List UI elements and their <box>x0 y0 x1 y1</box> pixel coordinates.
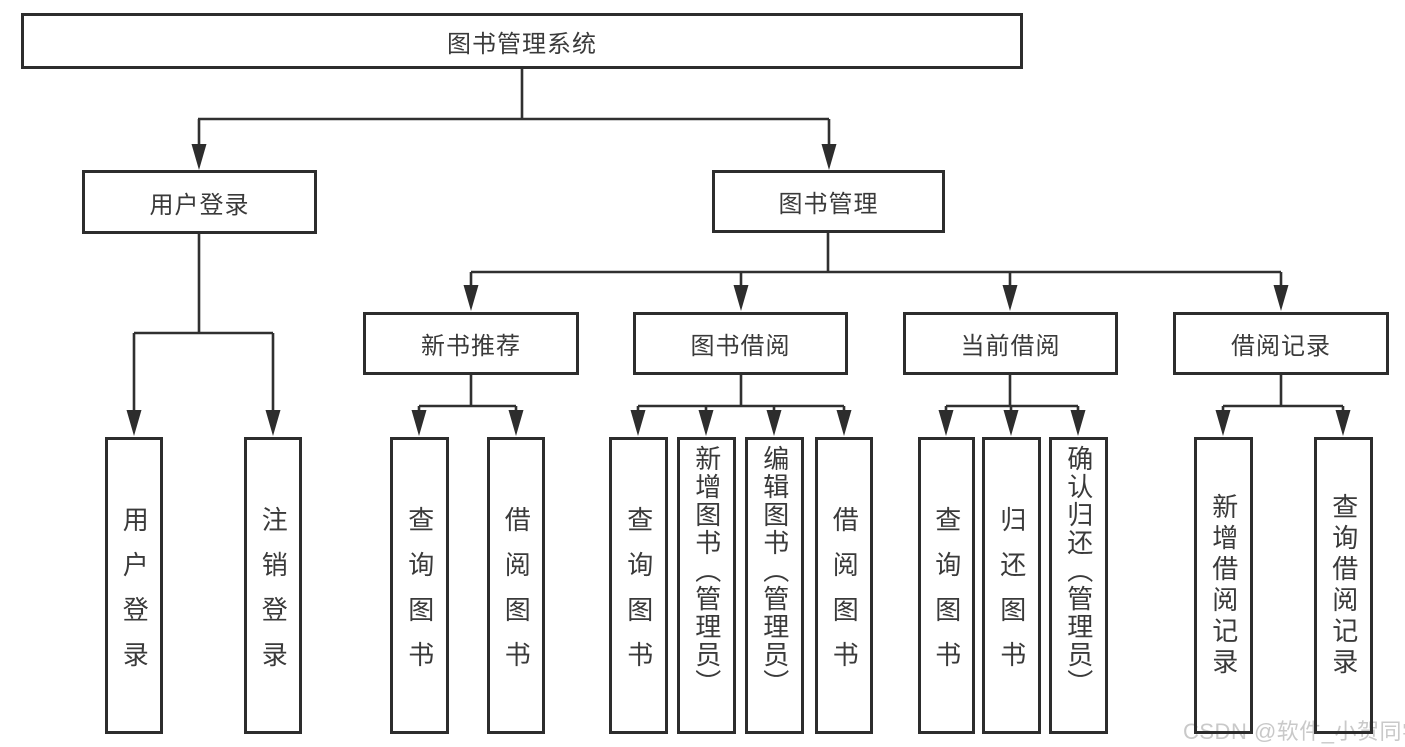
edge-user-login-to-leaves <box>132 234 275 412</box>
leaf-label: 用户登录 <box>119 505 150 686</box>
leaf-borrowing-edit-books: 编辑图书（管理员） <box>745 437 804 734</box>
leaf-borrowing-borrow-books: 借阅图书 <box>815 437 873 734</box>
edge-new-book-recommend-to-leaves <box>417 375 518 412</box>
edge-book-management-to-level3 <box>469 233 1283 288</box>
leaf-label: 查询图书 <box>623 505 654 686</box>
node-label: 图书管理 <box>778 191 879 218</box>
leaf-borrowing-query-books: 查询图书 <box>609 437 668 734</box>
leaf-label: 编辑图书（管理员） <box>759 445 790 697</box>
leaf-label: 确认归还（管理员） <box>1063 445 1094 697</box>
leaf-current-return-books: 归还图书 <box>982 437 1041 734</box>
node-label: 图书借阅 <box>690 333 791 360</box>
node-borrowing-records: 借阅记录 <box>1173 312 1389 375</box>
leaf-records-query-record: 查询借阅记录 <box>1314 437 1373 734</box>
node-label: 新书推荐 <box>421 333 521 360</box>
csdn-watermark: CSDN @软件_小贺同学 <box>1183 719 1405 744</box>
edge-root-to-level2 <box>197 69 831 147</box>
leaf-label: 借阅图书 <box>501 505 532 686</box>
leaf-label: 查询图书 <box>931 505 962 686</box>
node-label: 图书管理系统 <box>447 30 597 58</box>
node-book-management: 图书管理 <box>712 170 945 233</box>
node-label: 用户登录 <box>149 191 250 219</box>
edge-current-borrowing-to-leaves <box>944 375 1080 412</box>
node-library-management-system: 图书管理系统 <box>21 13 1023 69</box>
leaf-label: 借阅图书 <box>829 505 860 686</box>
leaf-current-confirm-return: 确认归还（管理员） <box>1049 437 1108 734</box>
leaf-label: 新增图书（管理员） <box>691 445 722 697</box>
node-user-login: 用户登录 <box>82 170 317 234</box>
node-label: 当前借阅 <box>960 333 1061 360</box>
leaf-label: 新增借阅记录 <box>1208 492 1239 679</box>
leaf-label: 查询图书 <box>404 505 435 686</box>
node-new-book-recommend: 新书推荐 <box>363 312 579 375</box>
leaf-label: 查询借阅记录 <box>1328 492 1359 679</box>
edge-borrowing-records-to-leaves <box>1221 375 1345 412</box>
node-book-borrowing: 图书借阅 <box>633 312 848 375</box>
leaf-records-add-record: 新增借阅记录 <box>1194 437 1253 734</box>
node-label: 借阅记录 <box>1231 333 1331 360</box>
leaf-user-login: 用户登录 <box>105 437 163 734</box>
leaf-recommend-query-books: 查询图书 <box>390 437 449 734</box>
leaf-recommend-borrow-books: 借阅图书 <box>487 437 545 734</box>
arrowheads <box>126 144 1351 436</box>
node-current-borrowing: 当前借阅 <box>903 312 1118 375</box>
leaf-label: 归还图书 <box>996 505 1027 686</box>
edge-book-borrowing-to-leaves <box>636 375 846 412</box>
leaf-borrowing-add-books: 新增图书（管理员） <box>677 437 736 734</box>
leaf-current-query-books: 查询图书 <box>918 437 975 734</box>
leaf-label: 注销登录 <box>258 505 289 686</box>
leaf-logout: 注销登录 <box>244 437 302 734</box>
